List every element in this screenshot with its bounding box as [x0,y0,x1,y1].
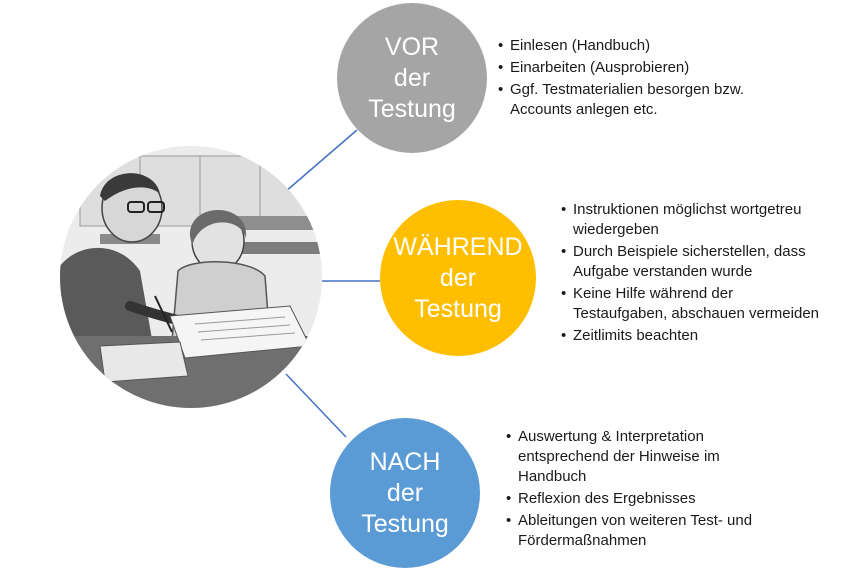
phase-title-line: VOR [384,32,440,61]
phase-circle-waehrend: WÄHREND der Testung [380,200,536,356]
phase-title-line: Testung [361,509,449,538]
list-item: Auswertung & Interpretation entsprechend… [506,427,766,487]
phase-circle-vor: VOR der Testung [337,3,487,153]
phase-title-line: Testung [414,294,502,323]
phase-title-line: der [386,478,424,507]
list-item: Ableitungen von weiteren Test- und Förde… [506,511,766,551]
bullet-list-waehrend: Instruktionen möglichst wortgetreu wiede… [561,200,821,348]
classroom-sketch-image [60,146,322,408]
phase-title-line: WÄHREND [393,232,523,261]
bullet-list-nach: Auswertung & Interpretation entsprechend… [506,427,766,553]
list-item: Einlesen (Handbuch) [498,36,748,56]
list-item: Ggf. Testmaterialien besorgen bzw. Accou… [498,80,748,120]
phase-circle-nach: NACH der Testung [330,418,480,568]
connector-vor [284,129,358,193]
phase-title-line: NACH [369,447,441,476]
phase-title-line: Testung [368,94,456,123]
list-item: Keine Hilfe während der Testaufgaben, ab… [561,284,821,324]
bullet-list-vor: Einlesen (Handbuch) Einarbeiten (Ausprob… [498,36,748,122]
list-item: Instruktionen möglichst wortgetreu wiede… [561,200,821,240]
phase-title-line: der [439,263,477,292]
phase-title-line: der [393,63,431,92]
list-item: Einarbeiten (Ausprobieren) [498,58,748,78]
list-item: Durch Beispiele sicherstellen, dass Aufg… [561,242,821,282]
list-item: Reflexion des Ergebnisses [506,489,766,509]
connector-nach [285,373,347,438]
list-item: Zeitlimits beachten [561,326,821,346]
